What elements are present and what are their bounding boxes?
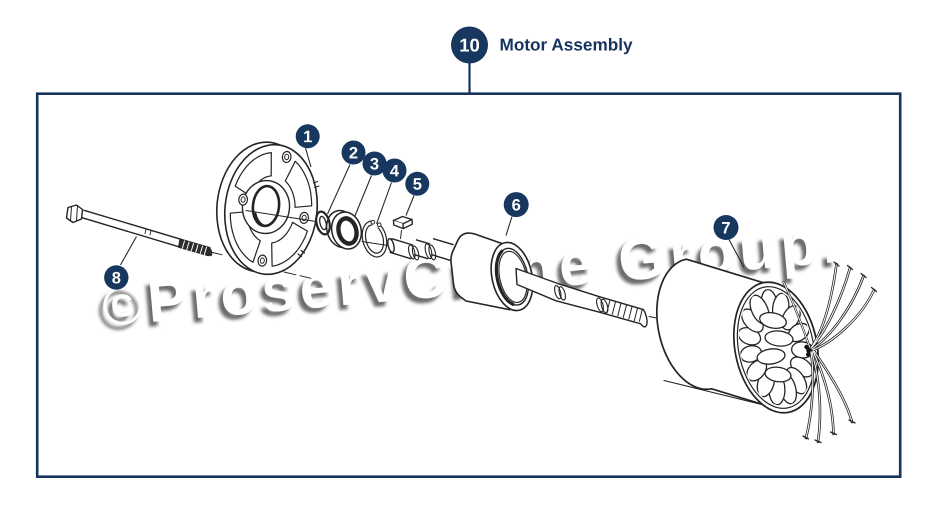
svg-text:Motor Assembly: Motor Assembly xyxy=(499,35,633,55)
svg-text:2: 2 xyxy=(349,144,358,162)
svg-text:5: 5 xyxy=(413,176,422,194)
svg-text:6: 6 xyxy=(512,196,521,214)
svg-text:8: 8 xyxy=(112,269,121,287)
svg-text:10: 10 xyxy=(459,34,480,55)
svg-text:4: 4 xyxy=(390,162,400,180)
svg-text:1: 1 xyxy=(303,128,312,146)
svg-text:7: 7 xyxy=(721,219,730,237)
svg-text:3: 3 xyxy=(370,155,379,173)
